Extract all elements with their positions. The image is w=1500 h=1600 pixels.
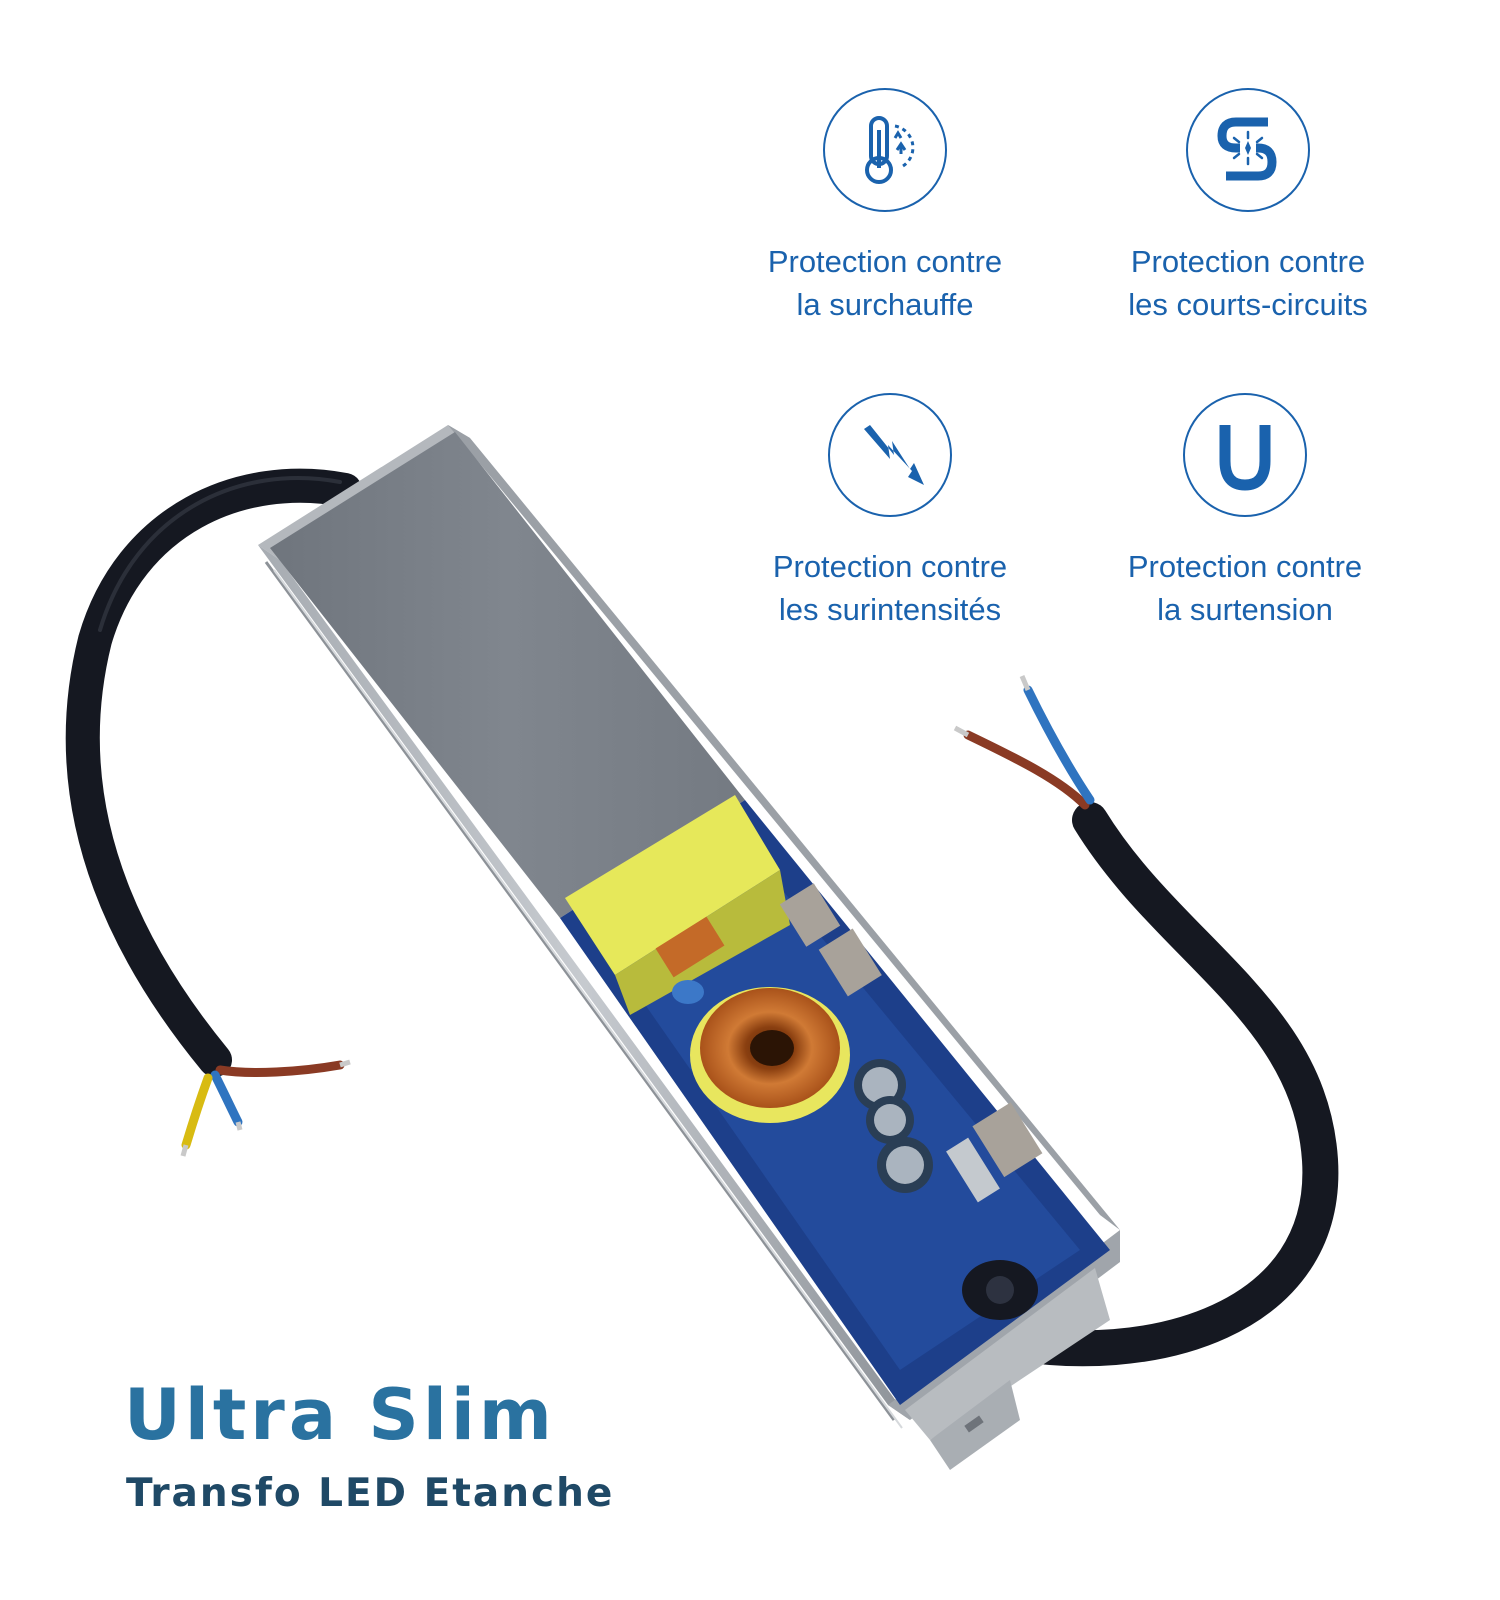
capacitors <box>854 1059 933 1193</box>
voltage-u-icon <box>1183 393 1307 517</box>
feature-overheat-line1: Protection contre <box>767 244 1003 279</box>
feature-short-circuit-line2: les courts-circuits <box>1128 287 1368 322</box>
driver-housing <box>258 425 1120 1470</box>
feature-overheat: Protection contre la surchauffe <box>705 88 1065 326</box>
feature-overheat-label: Protection contre la surchauffe <box>705 240 1065 326</box>
feature-overcurrent-label: Protection contre les surintensités <box>710 545 1070 631</box>
lightning-icon <box>828 393 952 517</box>
feature-overcurrent: Protection contre les surintensités <box>710 393 1070 631</box>
feature-short-circuit-label: Protection contre les courts-circuits <box>1068 240 1428 326</box>
feature-overvoltage: Protection contre la surtension <box>1065 393 1425 631</box>
feature-overvoltage-label: Protection contre la surtension <box>1065 545 1425 631</box>
feature-short-circuit-line1: Protection contre <box>1130 244 1366 279</box>
short-circuit-icon <box>1186 88 1310 212</box>
right-cable <box>953 675 1339 1367</box>
feature-short-circuit: Protection contre les courts-circuits <box>1068 88 1428 326</box>
feature-overvoltage-line1: Protection contre <box>1127 549 1363 584</box>
left-cable <box>65 468 362 1157</box>
feature-overcurrent-line2: les surintensités <box>778 592 1002 627</box>
product-subtitle: Transfo LED Etanche <box>126 1471 615 1516</box>
feature-overheat-line2: la surchauffe <box>796 287 974 322</box>
thermometer-icon <box>823 88 947 212</box>
product-title: Ultra Slim <box>124 1374 556 1456</box>
feature-overcurrent-line1: Protection contre <box>772 549 1008 584</box>
feature-overvoltage-line2: la surtension <box>1157 592 1333 627</box>
